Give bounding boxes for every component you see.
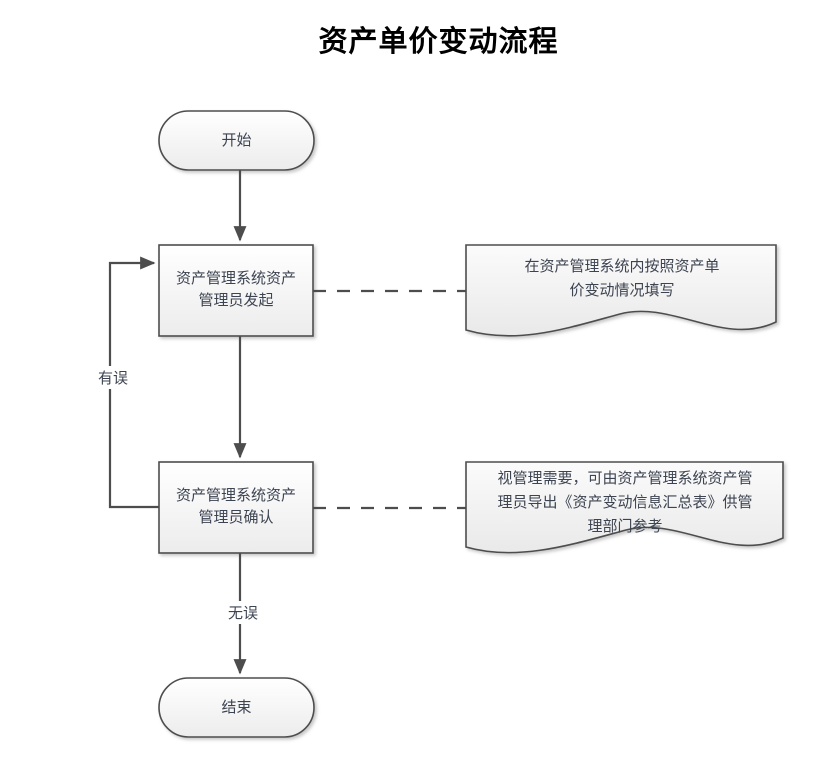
node-initiate[interactable] [158,244,314,337]
edge-label-error: 有误 [84,366,142,389]
node-confirm[interactable] [158,461,314,554]
note-confirm[interactable] [465,461,784,554]
note-initiate[interactable] [465,244,777,337]
node-start[interactable] [158,110,315,171]
page-title: 资产单价变动流程 [318,26,559,58]
note-confirm-label: 视管理需要，可由资产管理系统资产管 理员导出《资产变动信息汇总表》供管 理部门参… [497,471,753,535]
note-initiate-shape [465,244,777,337]
confirm-shape [158,461,314,554]
note-initiate-label: 在资产管理系统内按照资产单 价变动情况填写 [524,259,720,299]
edge-label-no-error: 无误 [214,601,272,624]
start-shape [158,110,315,171]
note-confirm-shape [465,461,784,554]
end-shape [158,677,315,738]
node-end[interactable] [158,677,315,738]
initiate-shape [158,244,314,337]
